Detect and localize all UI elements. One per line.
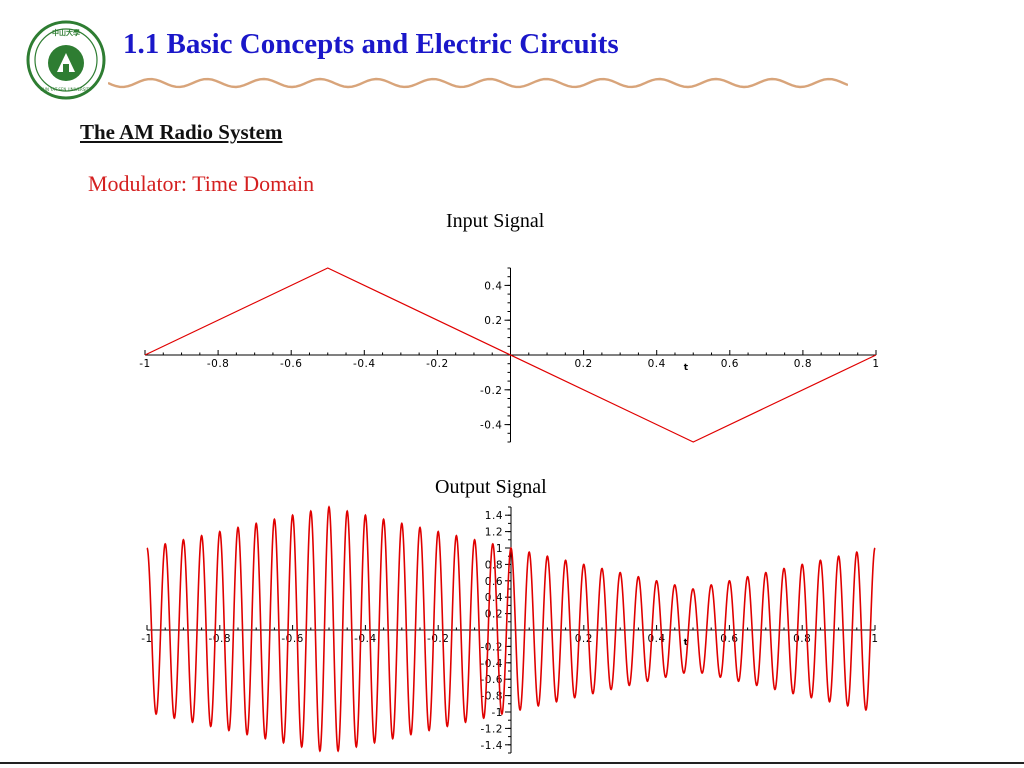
subheading: Modulator: Time Domain	[88, 171, 315, 196]
y-tick-label: 0.2	[484, 315, 502, 327]
x-tick-label: 0.4	[648, 358, 666, 370]
logo-inner-ring	[34, 28, 98, 92]
y-tick-label: 1	[496, 543, 503, 555]
section-heading: The AM Radio System	[80, 120, 283, 144]
y-tick-label: 0.8	[485, 559, 503, 571]
x-tick-label: -0.4	[354, 633, 377, 645]
footer-rule	[0, 762, 1024, 764]
slide-title: 1.1 Basic Concepts and Electric Circuits	[123, 28, 619, 60]
input-signal-chart: -1 -0.8 -0.6 -0.4 -0.2 0.2 0.4 0.6 0.8 1 0.4 0.2 -0.…	[139, 267, 879, 443]
y-tick-label: -0.4	[481, 658, 504, 670]
x-tick-label: 1	[871, 633, 878, 645]
logo-top-text: 中山大學	[52, 28, 80, 37]
output-signal-chart: -1 -0.8 -0.6 -0.4 -0.2 0.2 0.4 0.6 0.8 1 1.4 1.2 1 0.…	[141, 505, 878, 754]
x-tick-label: -0.8	[207, 358, 230, 370]
y-tick-label: -0.2	[480, 385, 503, 397]
wave-rule-line	[108, 77, 848, 89]
x-tick-label: 1	[872, 358, 879, 370]
y-tick-label: 1.4	[485, 510, 503, 522]
logo-building-icon	[57, 53, 75, 72]
logo-ring-text: SUN YAT-SEN UNIVERSITY	[41, 87, 92, 92]
x-axis-label: t	[684, 638, 689, 648]
x-tick-label: 0.2	[574, 358, 592, 370]
x-axis-label: t	[684, 363, 689, 373]
y-tick-label: -0.2	[481, 641, 504, 653]
y-tick-label: -0.4	[480, 420, 503, 432]
x-tick-label: -1	[139, 358, 150, 370]
y-tick-label: -1.4	[481, 740, 504, 752]
y-tick-label: 1.2	[485, 527, 503, 539]
x-tick-label: -0.4	[353, 358, 376, 370]
x-tick-label: 0.4	[647, 633, 665, 645]
decorative-wave-rule	[108, 77, 848, 89]
y-tick-label: 0.2	[485, 609, 503, 621]
input-signal-series	[144, 267, 877, 443]
x-tick-label: -0.2	[427, 633, 450, 645]
x-tick-label: -0.8	[209, 633, 232, 645]
output-signal-series	[146, 505, 876, 753]
logo-door	[63, 64, 69, 72]
y-tick-label: 0.6	[485, 576, 503, 588]
university-logo: 中山大學 SUN YAT-SEN UNIVERSITY	[26, 20, 106, 100]
y-tick-label: 0.4	[484, 280, 502, 292]
x-tick-label: 0.8	[794, 358, 812, 370]
y-tick-label: -1.2	[481, 723, 504, 735]
x-tick-label: 0.2	[575, 633, 593, 645]
x-tick-label: -1	[141, 633, 152, 645]
x-tick-label: -0.6	[281, 633, 304, 645]
x-tick-label: 0.6	[721, 358, 739, 370]
x-tick-label: -0.2	[426, 358, 449, 370]
x-tick-label: 0.8	[793, 633, 811, 645]
x-tick-label: 0.6	[720, 633, 738, 645]
y-tick-label: 0.4	[485, 592, 503, 604]
x-tick-label: -0.6	[280, 358, 303, 370]
output-chart-title: Output Signal	[435, 476, 547, 498]
y-tick-label: -1	[492, 707, 503, 719]
input-chart-title: Input Signal	[446, 210, 545, 232]
